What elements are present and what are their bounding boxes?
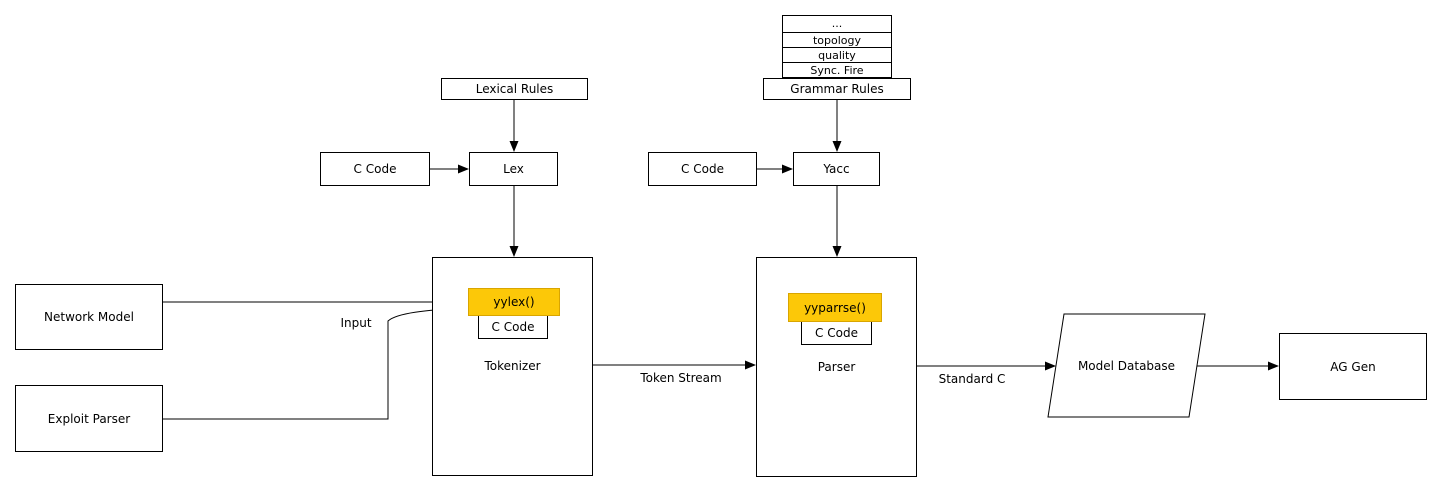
stack-row-topology: topology [782, 32, 892, 48]
stack-row-ellipsis: ... [782, 15, 892, 31]
node-lex: Lex [469, 152, 558, 186]
edge-exploit-parser-to-yylex [163, 303, 467, 420]
node-network-model: Network Model [15, 284, 163, 350]
node-grammar-rules: Grammar Rules [763, 78, 911, 100]
node-ag-gen: AG Gen [1279, 333, 1427, 400]
tokenizer-label: Tokenizer [484, 359, 541, 373]
model-database-label: Model Database [1077, 359, 1176, 373]
node-c-code-yacc: C Code [648, 152, 757, 186]
grammar-attribute-stack: ... topology quality Sync. Fire [782, 15, 892, 78]
node-tokenizer-c-code: C Code [478, 315, 548, 339]
standard-c-edge-label: Standard C [938, 372, 1006, 386]
node-parser-c-code: C Code [801, 321, 872, 345]
model-database-shape [1047, 313, 1206, 418]
parser-label: Parser [817, 360, 856, 374]
node-lexical-rules: Lexical Rules [441, 78, 588, 100]
node-yylex: yylex() [468, 288, 560, 316]
stack-row-sync-fire: Sync. Fire [782, 62, 892, 78]
stack-row-quality: quality [782, 47, 892, 63]
node-c-code-lex: C Code [320, 152, 430, 186]
node-exploit-parser: Exploit Parser [15, 385, 163, 452]
node-yyparrse: yyparrse() [788, 293, 882, 322]
token-stream-edge-label: Token Stream [640, 371, 722, 385]
input-edge-label: Input [340, 316, 372, 330]
node-yacc: Yacc [793, 152, 880, 186]
